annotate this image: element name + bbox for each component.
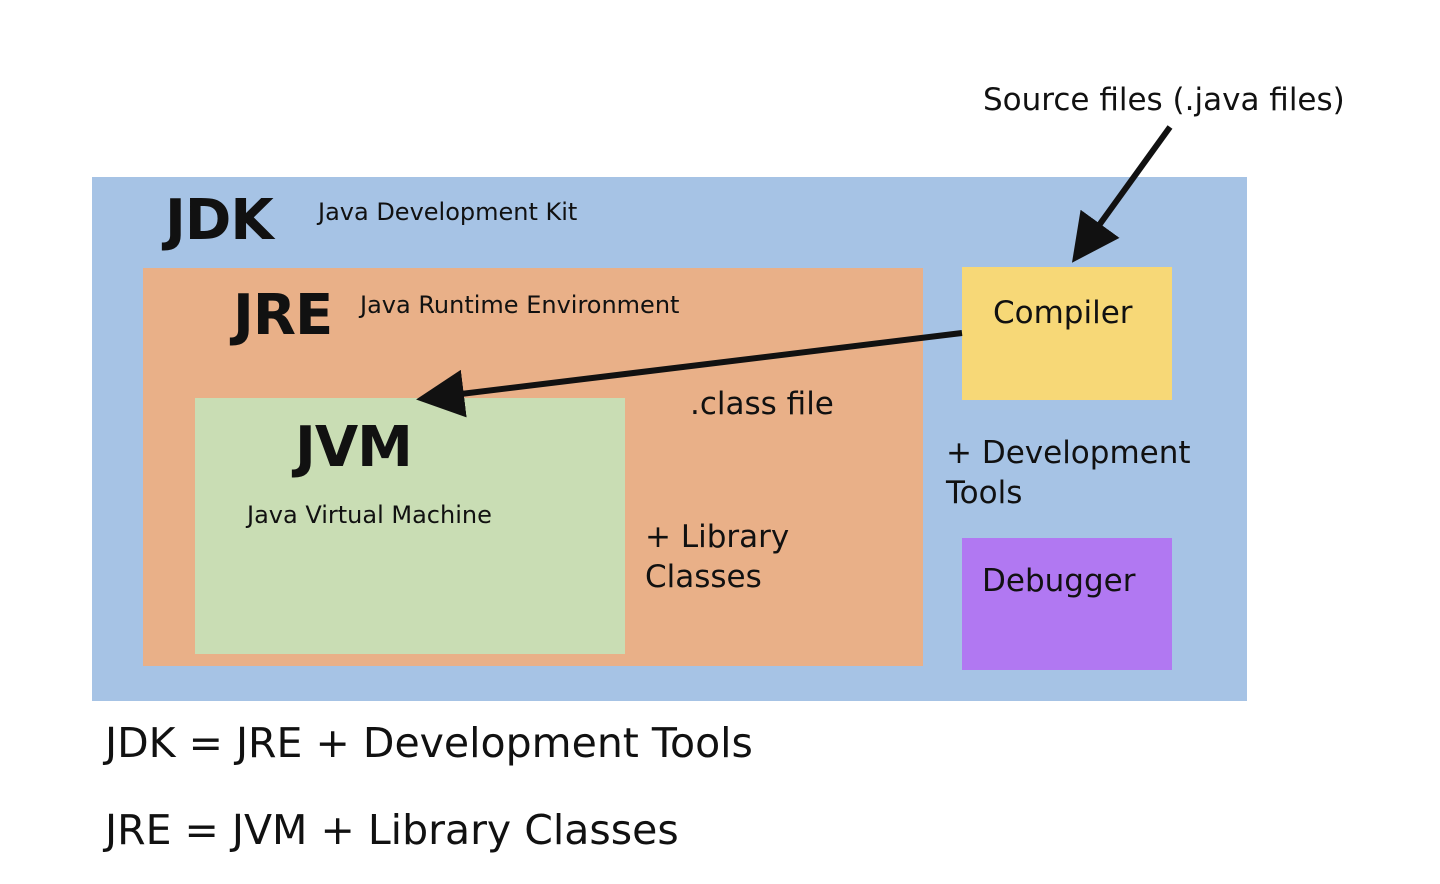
library-classes-line-1: + Library bbox=[645, 519, 790, 555]
compiler-box bbox=[962, 267, 1172, 400]
jvm-container bbox=[195, 398, 625, 654]
development-tools-line-1: + Development bbox=[946, 435, 1191, 471]
debugger-label: Debugger bbox=[982, 563, 1136, 599]
jre-title: JRE bbox=[233, 283, 333, 348]
compiler-label: Compiler bbox=[993, 295, 1133, 331]
debugger-box bbox=[962, 538, 1172, 670]
library-classes-line-2: Classes bbox=[645, 559, 762, 595]
development-tools-line-2: Tools bbox=[946, 475, 1023, 511]
library-classes-label: + Library Classes bbox=[645, 517, 789, 597]
equation-jre: JRE = JVM + Library Classes bbox=[105, 806, 679, 854]
development-tools-label: + Development Tools bbox=[946, 433, 1191, 513]
jdk-subtitle: Java Development Kit bbox=[318, 198, 578, 226]
jre-subtitle: Java Runtime Environment bbox=[360, 291, 680, 319]
jvm-subtitle: Java Virtual Machine bbox=[247, 501, 492, 529]
jdk-title: JDK bbox=[165, 188, 274, 253]
equation-jdk: JDK = JRE + Development Tools bbox=[105, 719, 753, 767]
jvm-title: JVM bbox=[295, 415, 413, 480]
source-files-label: Source files (.java files) bbox=[983, 82, 1345, 118]
class-file-label: .class file bbox=[690, 386, 834, 422]
